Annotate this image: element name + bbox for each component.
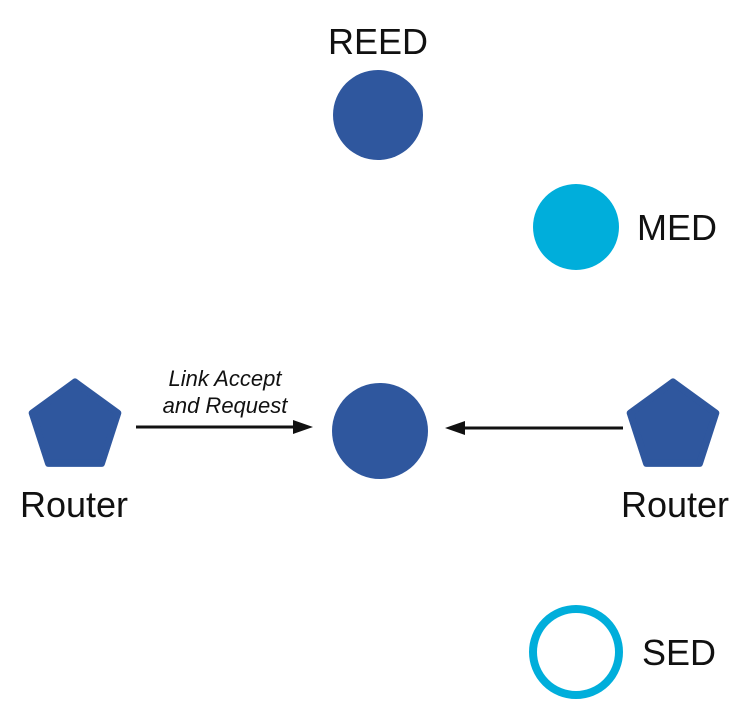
router-left-label: Router (20, 484, 128, 525)
router-right-label: Router (621, 484, 729, 525)
arrow-right-to-center-head (445, 421, 465, 435)
sed-label: SED (642, 632, 716, 673)
reed-node-circle (333, 70, 423, 160)
parent-node-circle (332, 383, 428, 479)
sed-node-circle (529, 605, 623, 699)
edge-label-line2: and Request (163, 393, 289, 418)
med-node-circle (533, 184, 619, 270)
edge-label-line1: Link Accept (169, 366, 283, 391)
arrow-left-to-center-head (293, 420, 313, 434)
med-label: MED (637, 207, 717, 248)
reed-label: REED (328, 21, 428, 62)
router-left-pentagon-icon (28, 378, 122, 467)
router-right-pentagon-icon (626, 378, 720, 467)
